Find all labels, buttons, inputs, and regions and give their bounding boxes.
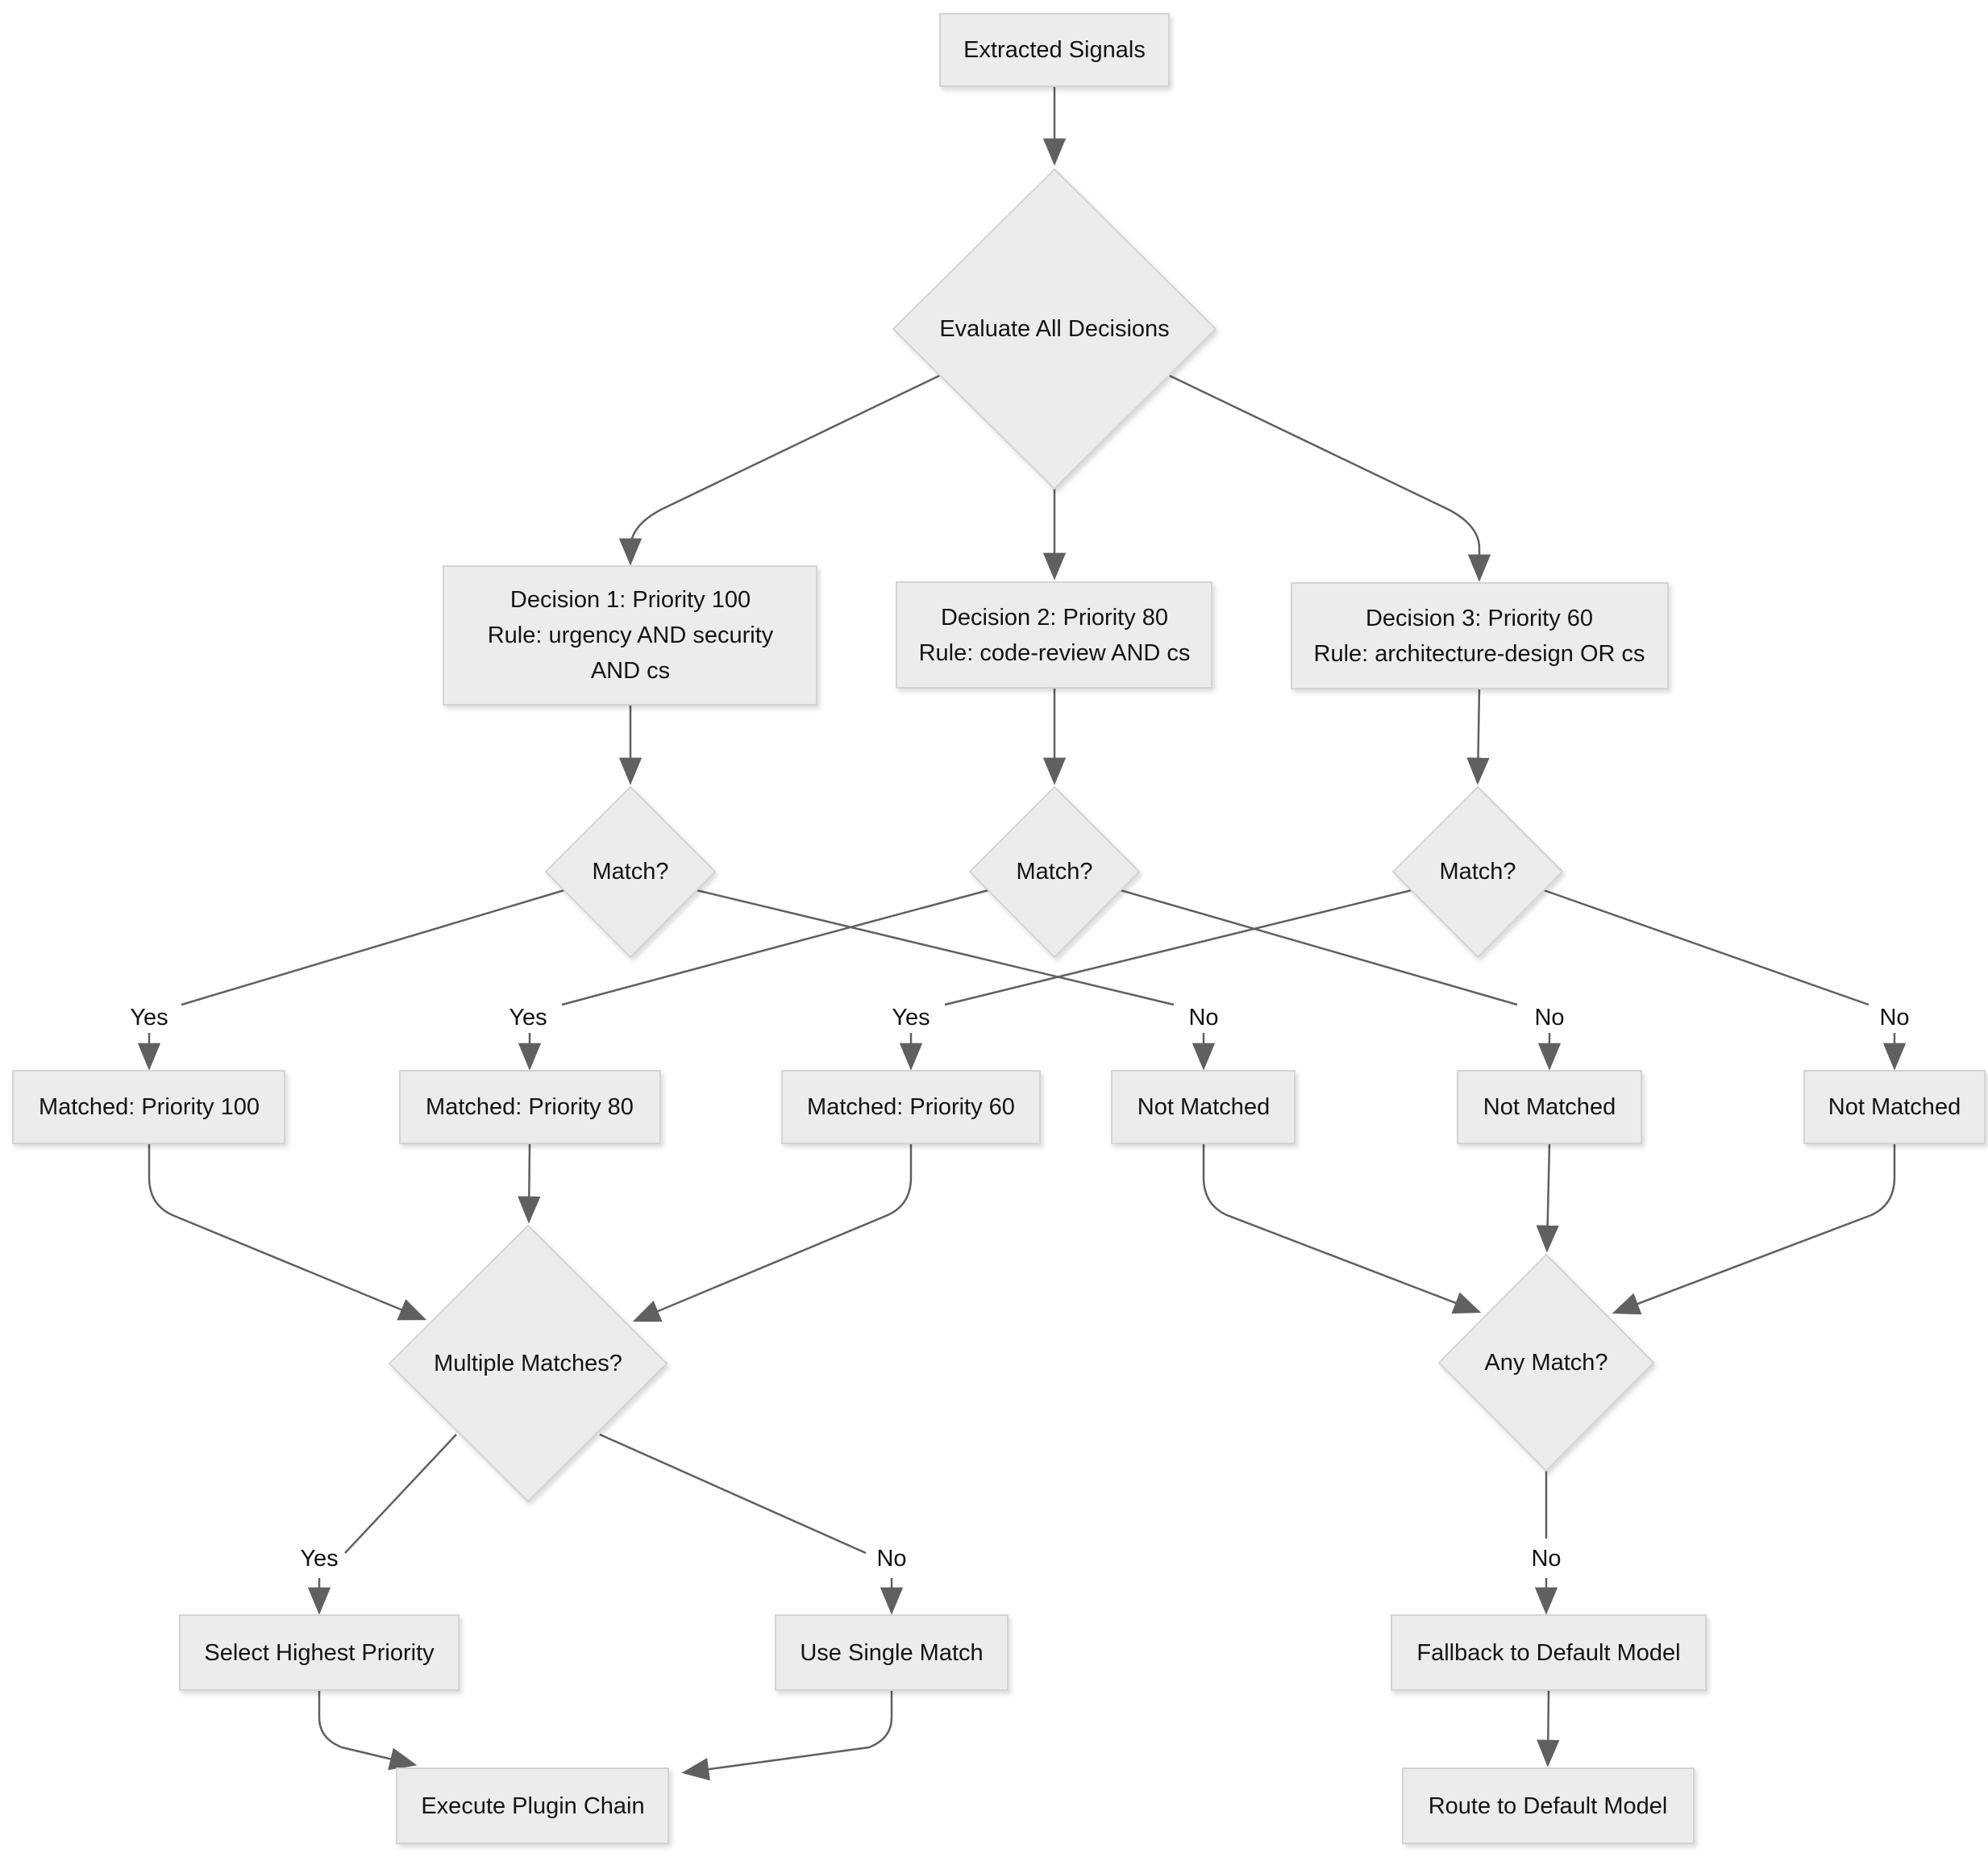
extracted-signals-label: Extracted Signals [963, 37, 1146, 63]
edge-matched80-to-multiple [518, 1143, 541, 1224]
match2-diamond [968, 785, 1141, 959]
fallback-default-label: Fallback to Default Model [1416, 1640, 1680, 1666]
decision2-box [896, 581, 1212, 689]
matched-80-box [399, 1070, 661, 1144]
route-default-box [1402, 1767, 1695, 1844]
node-decision1: Decision 1: Priority 100 Rule: urgency A… [443, 565, 817, 706]
edge-fallback-to-route [1537, 1689, 1560, 1767]
node-match3: Match? [1391, 785, 1564, 959]
select-highest-box [179, 1614, 460, 1691]
match3-label: Match? [1439, 859, 1516, 885]
execute-chain-label: Execute Plugin Chain [421, 1793, 644, 1819]
edge-matched60-to-multiple [632, 1143, 913, 1322]
route-default-label: Route to Default Model [1429, 1793, 1668, 1819]
edge-evaluate-to-decision3 [1169, 374, 1491, 582]
edge-decision3-to-match3 [1466, 688, 1490, 785]
node-evaluate-all-decisions: Evaluate All Decisions [892, 168, 1217, 490]
node-matched-60: Matched: Priority 60 [781, 1070, 1041, 1144]
not-matched-1-label: Not Matched [1137, 1094, 1270, 1120]
matched-80-label: Matched: Priority 80 [426, 1094, 634, 1120]
decision1-line2: Rule: urgency AND security [488, 622, 774, 648]
edge-multiple-no-line [599, 1433, 867, 1555]
edge-label-match2-no: No [1534, 1005, 1564, 1031]
decision3-box [1291, 582, 1669, 689]
match2-label: Match? [1016, 859, 1092, 885]
node-not-matched-3: Not Matched [1803, 1070, 1986, 1144]
match1-label: Match? [592, 859, 668, 885]
decision3-line1: Decision 3: Priority 60 [1366, 606, 1593, 631]
edge-label-any-no: No [1531, 1546, 1561, 1572]
matched-60-box [781, 1070, 1041, 1144]
decision1-box [443, 565, 817, 706]
node-decision3: Decision 3: Priority 60 Rule: architectu… [1291, 582, 1669, 689]
execute-chain-box [396, 1767, 669, 1844]
node-route-default: Route to Default Model [1402, 1767, 1695, 1844]
edge-label-match2-yes: Yes [509, 1005, 547, 1031]
node-match2: Match? [968, 785, 1141, 959]
node-match1: Match? [544, 785, 717, 959]
edge-match1-yes-line [181, 889, 565, 1006]
node-extracted-signals: Extracted Signals [939, 13, 1170, 87]
edge-match1-no-line [696, 889, 1175, 1006]
edge-match2-no-line [1120, 889, 1518, 1006]
edge-evaluate-to-decision1 [618, 374, 940, 566]
node-multiple-matches: Multiple Matches? [388, 1224, 668, 1503]
edge-label-match3-yes: Yes [892, 1005, 930, 1031]
edge-notmatched2-to-anymatch [1536, 1143, 1559, 1253]
edge-notmatched1-to-anymatch [1202, 1143, 1482, 1314]
evaluate-all-label: Evaluate All Decisions [939, 316, 1169, 342]
edge-match3-yes-line [944, 889, 1412, 1006]
evaluate-all-diamond [892, 168, 1217, 490]
not-matched-3-box [1803, 1070, 1986, 1144]
node-fallback-default: Fallback to Default Model [1391, 1614, 1707, 1691]
match1-diamond [544, 785, 717, 959]
matched-60-label: Matched: Priority 60 [807, 1094, 1015, 1120]
match3-diamond [1391, 785, 1564, 959]
decision2-line2: Rule: code-review AND cs [919, 640, 1191, 666]
decision2-line1: Decision 2: Priority 80 [941, 605, 1168, 631]
node-execute-chain: Execute Plugin Chain [396, 1767, 669, 1844]
use-single-label: Use Single Match [800, 1640, 983, 1666]
edge-match2-yes-line [561, 889, 989, 1006]
not-matched-3-label: Not Matched [1828, 1094, 1961, 1120]
node-not-matched-1: Not Matched [1111, 1070, 1296, 1144]
edges [137, 86, 1907, 1781]
node-any-match: Any Match? [1437, 1253, 1655, 1472]
edge-matched100-to-multiple [148, 1143, 427, 1321]
node-decision2: Decision 2: Priority 80 Rule: code-revie… [896, 581, 1212, 689]
extracted-signals-box [939, 13, 1170, 87]
node-select-highest: Select Highest Priority [179, 1614, 460, 1691]
edge-label-match1-yes: Yes [130, 1005, 168, 1031]
edge-labels: Yes Yes Yes No No No Yes No No [130, 1005, 1909, 1572]
use-single-box [775, 1614, 1009, 1691]
edge-usesingle-to-execute [681, 1690, 893, 1781]
not-matched-2-box [1457, 1070, 1642, 1144]
matched-100-box [12, 1070, 285, 1144]
matched-100-label: Matched: Priority 100 [39, 1094, 260, 1120]
edge-match3-no-line [1543, 889, 1869, 1006]
multiple-matches-diamond [388, 1224, 668, 1503]
edge-label-multiple-yes: Yes [300, 1546, 338, 1572]
multiple-matches-label: Multiple Matches? [434, 1351, 622, 1376]
node-not-matched-2: Not Matched [1457, 1070, 1642, 1144]
edge-label-multiple-no: No [876, 1546, 906, 1572]
select-highest-label: Select Highest Priority [204, 1640, 435, 1666]
edge-notmatched3-to-anymatch [1612, 1143, 1896, 1315]
edge-selecthighest-to-execute [318, 1690, 418, 1771]
node-matched-100: Matched: Priority 100 [12, 1070, 285, 1144]
any-match-label: Any Match? [1484, 1350, 1607, 1376]
edge-label-match1-no: No [1188, 1005, 1218, 1031]
fallback-default-box [1391, 1614, 1707, 1691]
decision1-line1: Decision 1: Priority 100 [510, 587, 751, 613]
not-matched-1-box [1111, 1070, 1296, 1144]
node-matched-80: Matched: Priority 80 [399, 1070, 661, 1144]
decision1-line3: AND cs [591, 658, 670, 684]
any-match-diamond [1437, 1253, 1655, 1472]
decision3-line2: Rule: architecture-design OR cs [1314, 641, 1645, 667]
edge-label-match3-no: No [1879, 1005, 1909, 1031]
edge-multiple-yes-line [344, 1434, 457, 1554]
node-use-single: Use Single Match [775, 1614, 1009, 1691]
not-matched-2-label: Not Matched [1483, 1094, 1616, 1120]
